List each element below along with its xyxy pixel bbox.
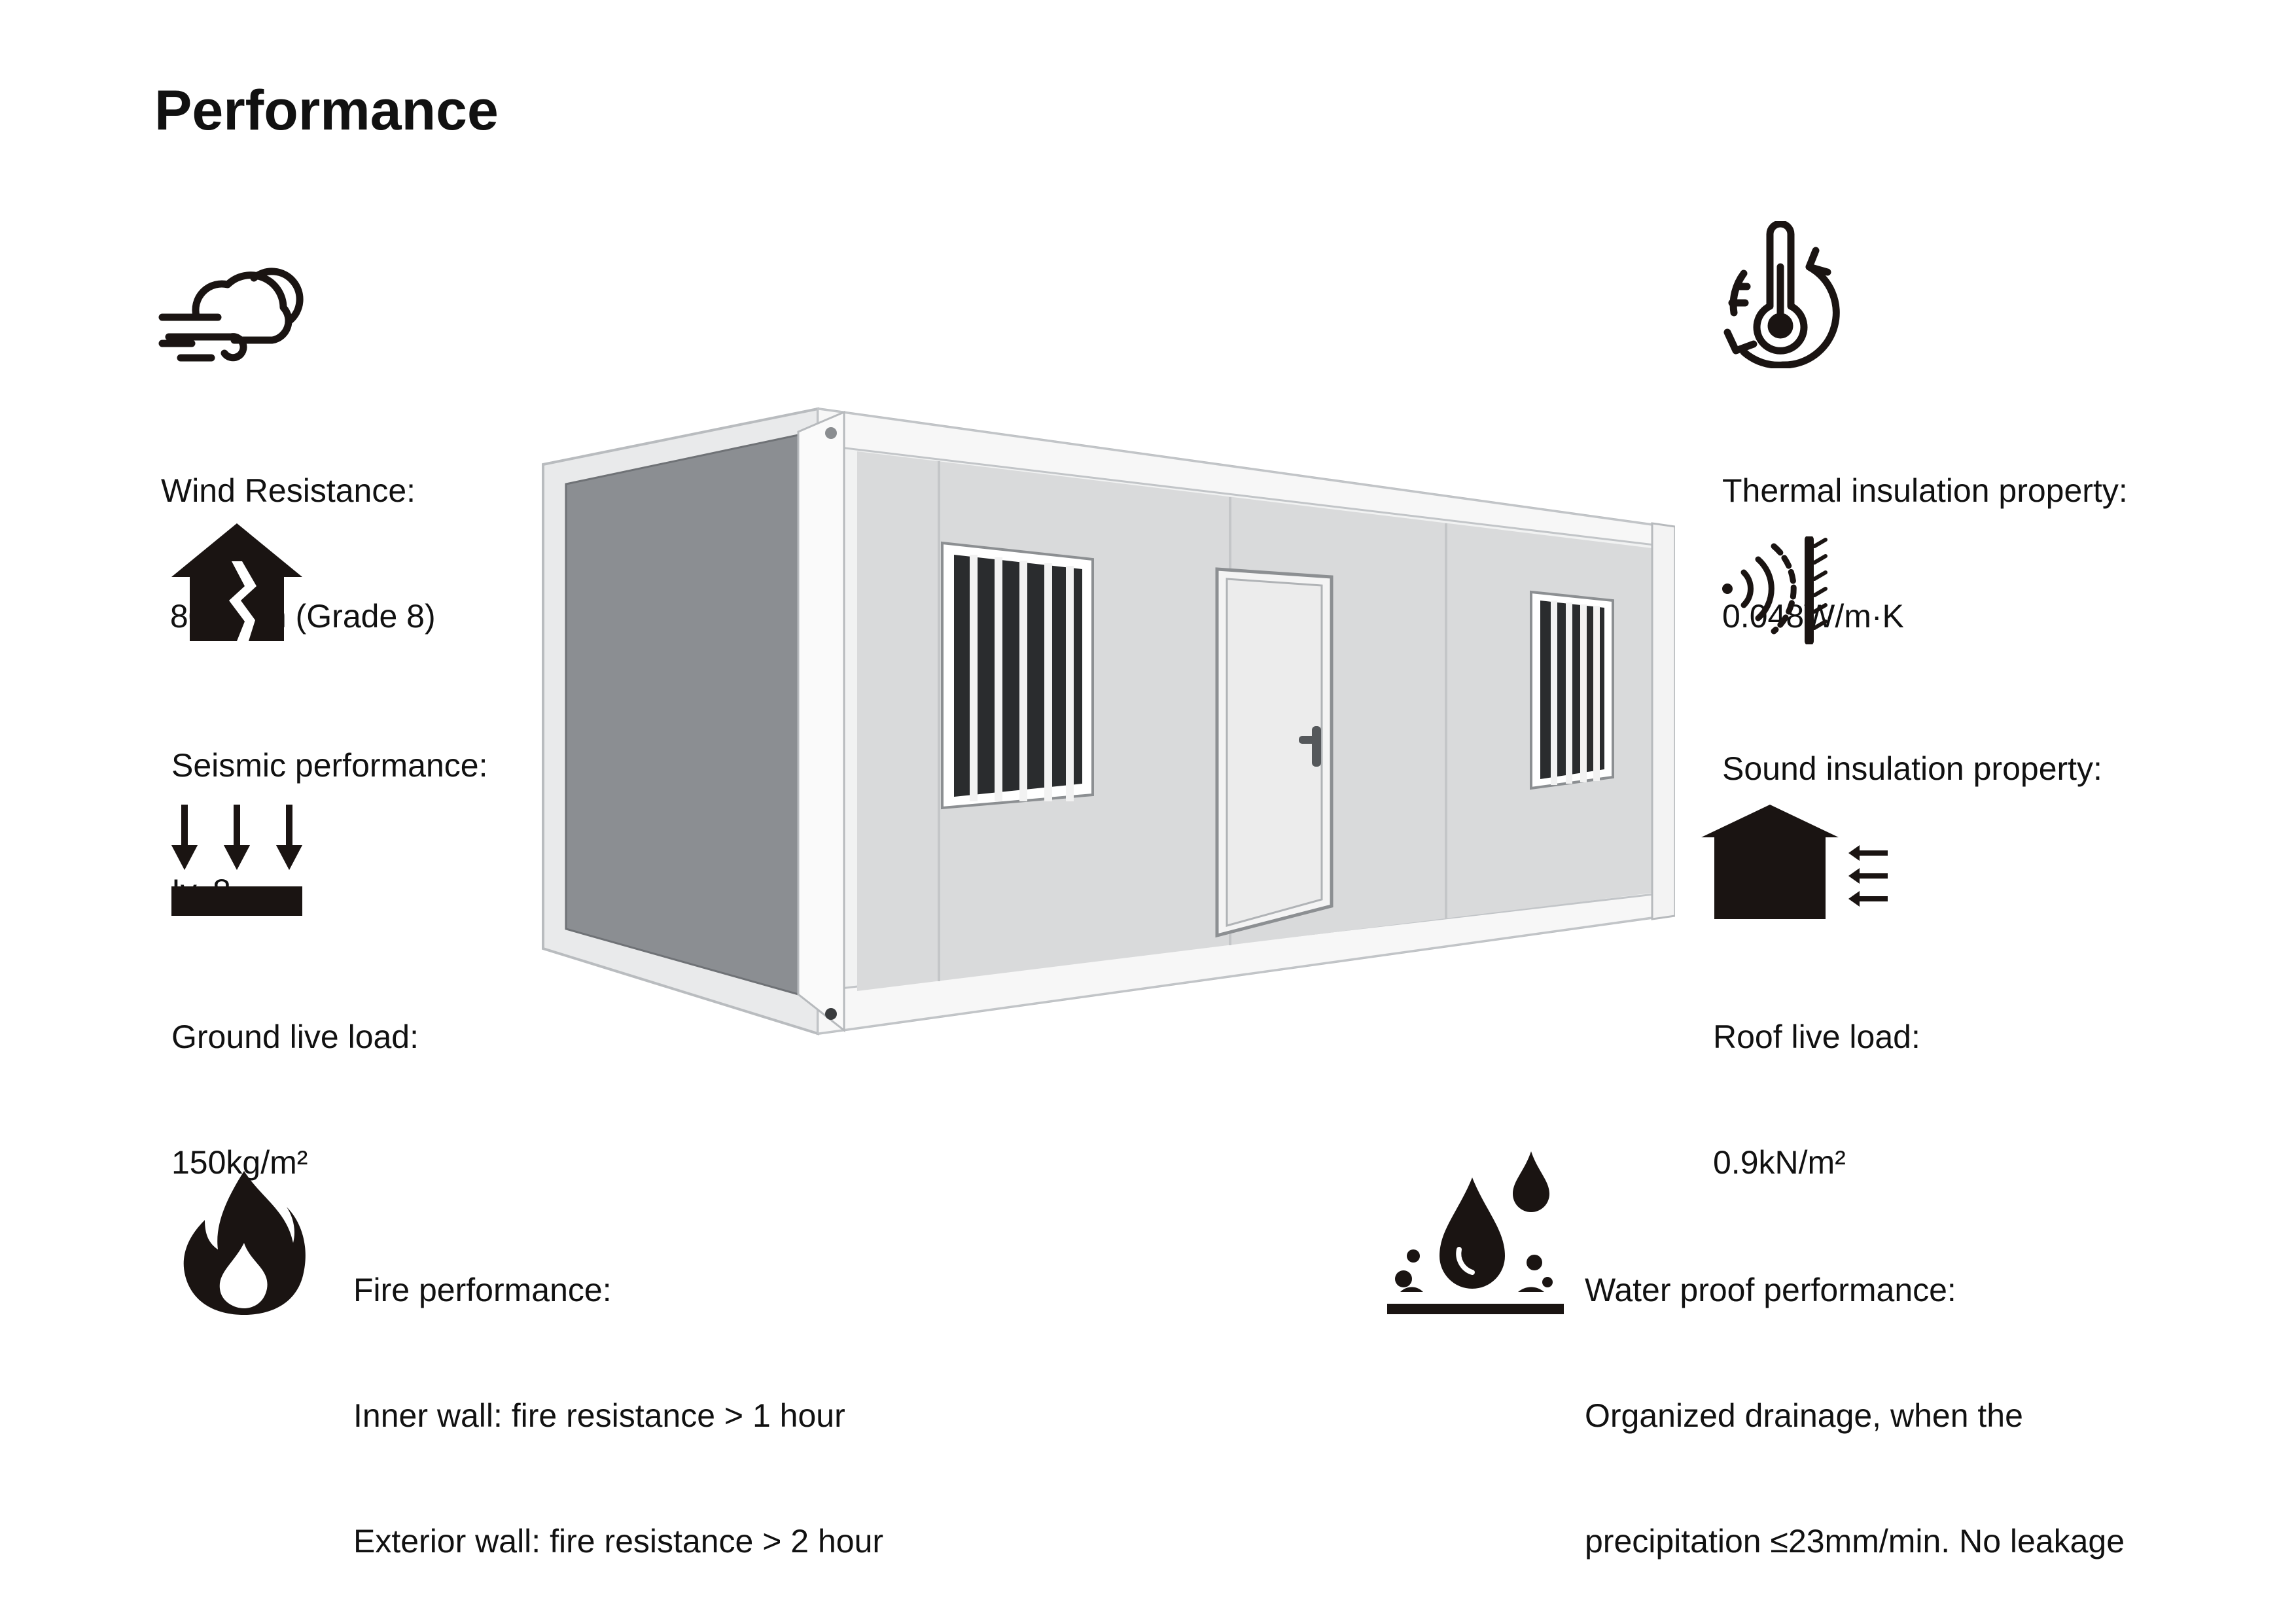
thermal-label: Thermal insulation property: <box>1722 472 2128 509</box>
water-drops-icon <box>1387 1151 1564 1318</box>
sound-wave-wall-icon <box>1718 536 1842 644</box>
wind-cloud-icon <box>156 239 306 370</box>
ground-load-icon <box>171 805 302 916</box>
ground-load-label: Ground live load: <box>171 1019 419 1055</box>
fire-exterior-wall: Exterior wall: fire resistance > 2 hour <box>353 1523 884 1560</box>
thermometer-cycle-icon <box>1718 221 1842 368</box>
roof-load-house-icon <box>1701 805 1891 919</box>
water-label: Water proof performance: <box>1585 1272 1956 1308</box>
roof-load-label: Roof live load: <box>1713 1019 1920 1055</box>
fire-label: Fire performance: <box>353 1272 612 1308</box>
fire-inner-wall: Inner wall: fire resistance > 1 hour <box>353 1397 845 1434</box>
flame-icon <box>182 1171 306 1315</box>
sound-label: Sound insulation property: <box>1722 750 2102 787</box>
ground-load-value: 150kg/m² <box>171 1144 308 1181</box>
page-title: Performance <box>154 79 499 142</box>
wind-resistance-label: Wind Resistance: <box>161 472 416 509</box>
water-line-2: precipitation ≤23mm/min. No leakage <box>1585 1523 2125 1560</box>
roof-load-value: 0.9kN/m² <box>1713 1144 1846 1181</box>
water-line-1: Organized drainage, when the <box>1585 1397 2023 1434</box>
earthquake-house-icon <box>171 523 302 641</box>
container-house-image <box>537 406 1676 1050</box>
seismic-label: Seismic performance: <box>171 747 488 784</box>
